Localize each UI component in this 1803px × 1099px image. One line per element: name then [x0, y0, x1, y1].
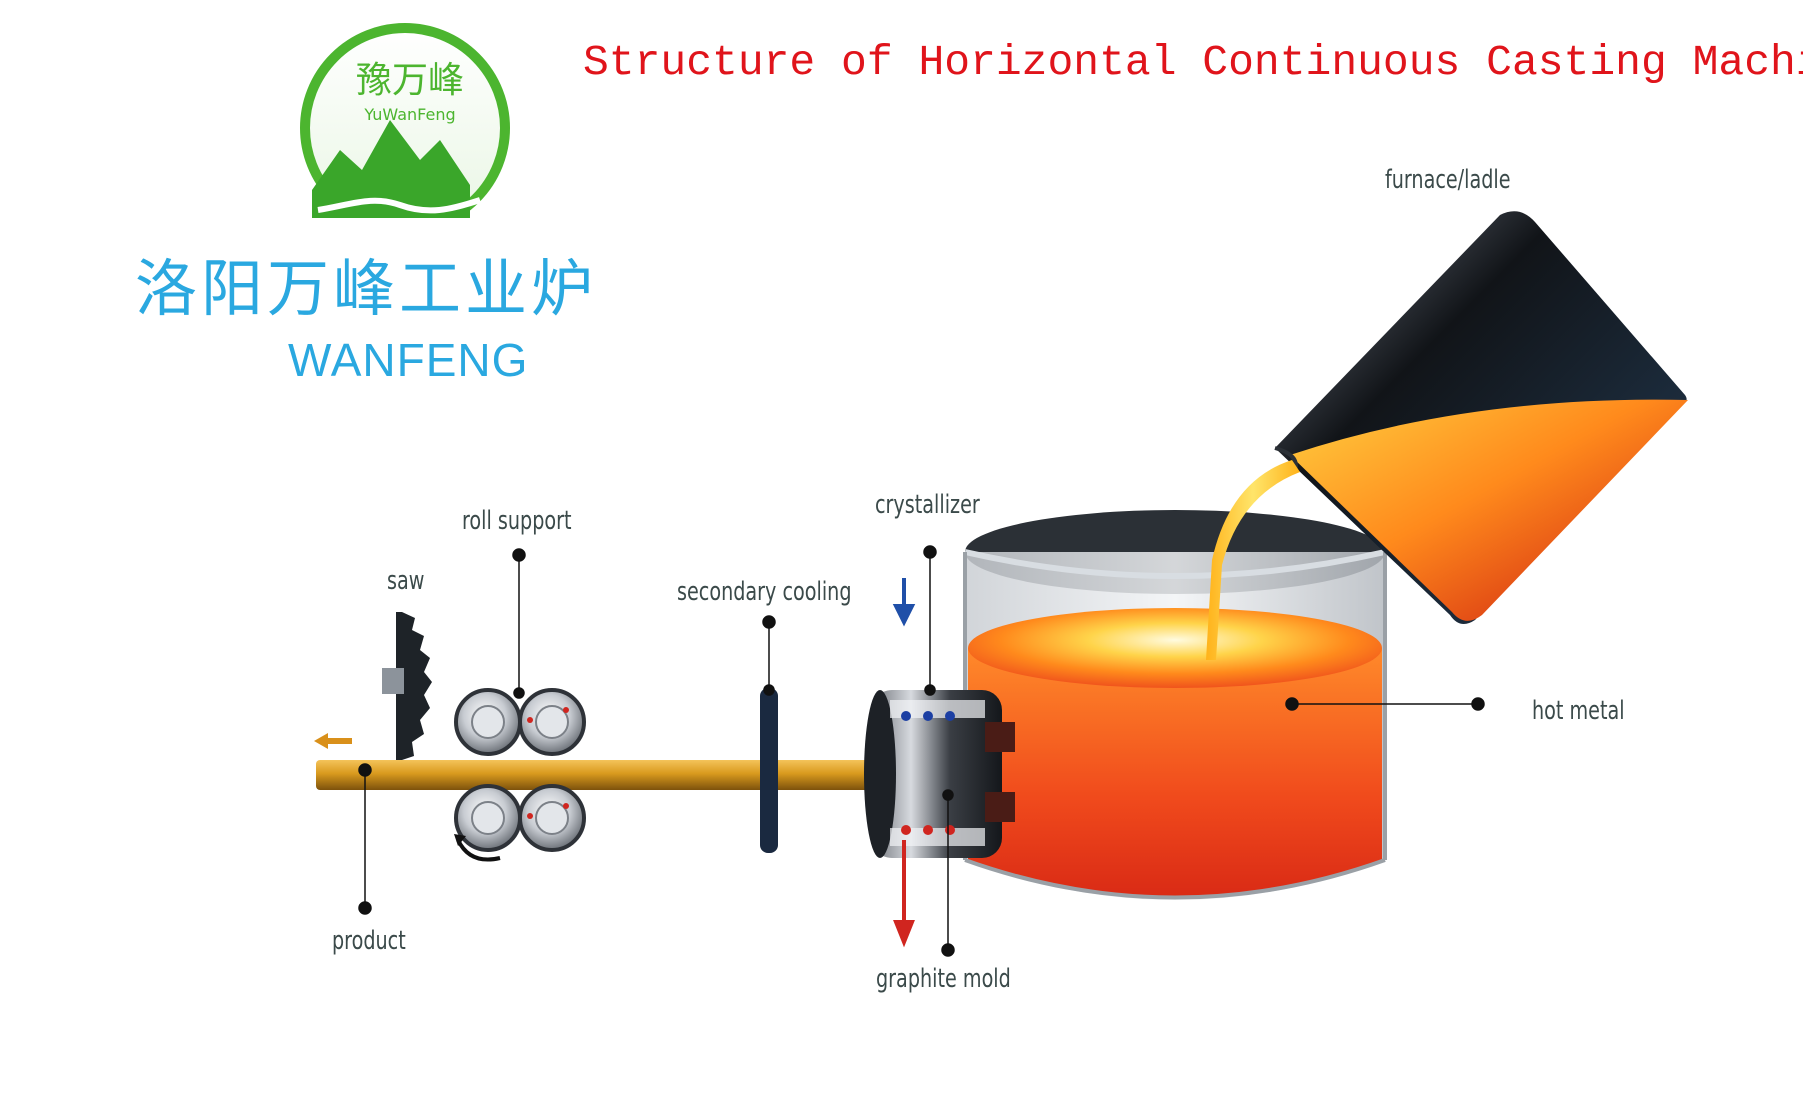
- company-logo: 豫万峰 YuWanFeng: [290, 23, 530, 238]
- crystallizer-assembly: [864, 690, 1015, 858]
- leader-lines: [358, 545, 1485, 957]
- logo-seal-en: YuWanFeng: [363, 105, 455, 124]
- label-furnace-ladle: furnace/ladle: [1385, 165, 1511, 195]
- company-name-en: WANFENG: [288, 334, 529, 386]
- diagram-title: Structure of Horizontal Continuous Casti…: [583, 38, 1803, 87]
- label-crystallizer: crystallizer: [875, 490, 980, 520]
- label-product: product: [332, 926, 406, 956]
- company-name-cn: 洛阳万峰工业炉: [135, 252, 598, 325]
- withdrawal-arrow-icon: [314, 733, 352, 749]
- melting-pot: [963, 510, 1387, 900]
- pouring-stream: [1206, 460, 1300, 660]
- product-bar: [316, 760, 976, 790]
- label-graphite-mold: graphite mold: [876, 964, 1011, 994]
- water-outlet-arrow-icon: [893, 840, 915, 948]
- label-saw: saw: [387, 566, 425, 596]
- label-secondary-cooling: secondary cooling: [677, 577, 852, 607]
- water-inlet-arrow-icon: [892, 578, 916, 627]
- label-hot-metal: hot metal: [1532, 696, 1625, 726]
- saw-blade: [382, 612, 432, 760]
- label-roll-support: roll support: [462, 506, 572, 536]
- logo-seal-cn: 豫万峰: [356, 60, 464, 101]
- roll-support-rollers: [454, 688, 586, 862]
- secondary-cooling-ring: [760, 688, 778, 853]
